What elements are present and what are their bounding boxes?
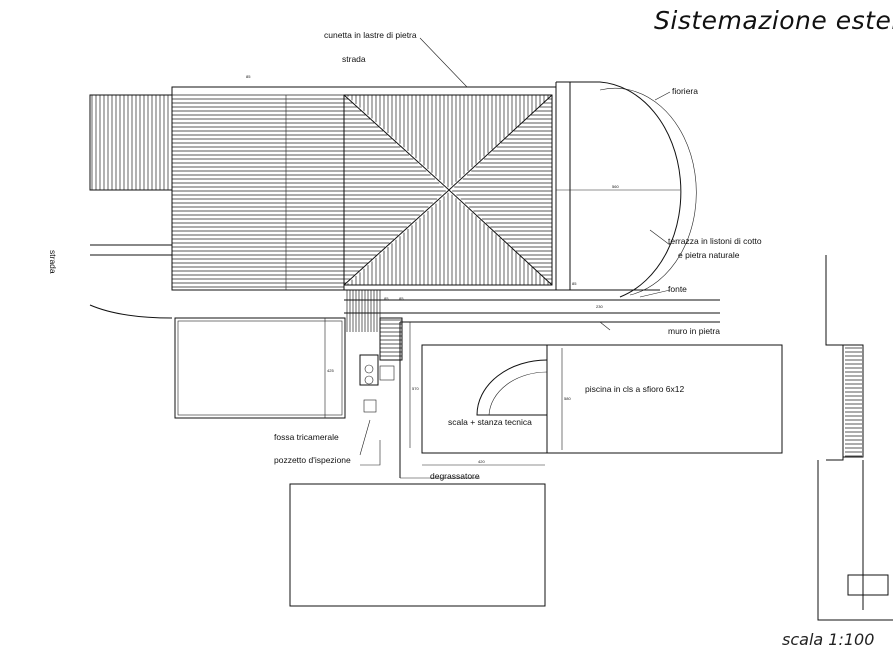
stair-block — [379, 317, 403, 361]
west-wall-lines — [90, 244, 172, 256]
hip-roof-diagonals — [343, 94, 553, 286]
pool-stair-curve — [476, 359, 548, 416]
pozzetto-box — [379, 365, 395, 381]
west-wing-outline — [89, 94, 173, 191]
cunetta-leader — [419, 37, 468, 88]
strada-top-label: strada — [342, 54, 366, 64]
dim-terrace-right: 85 — [572, 281, 577, 286]
patio-outline — [174, 317, 346, 419]
side-elevation-step — [847, 574, 889, 596]
muro-label: muro in pietra — [668, 326, 720, 336]
dim-muro: 230 — [596, 304, 603, 309]
stanza-tecnica-outline — [421, 344, 548, 454]
lower-area-outline — [289, 483, 546, 607]
pool-stair-curve-inner — [488, 371, 548, 416]
dim-patio-height: 425 — [327, 368, 334, 373]
dim-top-marker: 85 — [246, 74, 251, 79]
patio-inner — [177, 320, 343, 416]
house-roof-outline — [171, 86, 557, 291]
side-elevation-hatch — [845, 347, 862, 457]
fonte-label: fonte — [668, 284, 687, 294]
dim-pool-height: 580 — [564, 396, 571, 401]
west-wing-hatch — [91, 95, 169, 190]
roof-right-hatch — [344, 95, 552, 285]
pozzetto-label: pozzetto d'ispezione — [274, 455, 351, 465]
fossa-label: fossa tricamerale — [274, 432, 339, 442]
scala-stanza-label: scala + stanza tecnica — [448, 417, 532, 427]
utility-box — [359, 354, 379, 386]
degrassatore-label: degrassatore — [430, 471, 480, 481]
piscina-label: piscina in cls a sfioro 6x12 — [585, 384, 684, 394]
fossa-circle-2 — [364, 375, 374, 385]
cunetta-label: cunetta in lastre di pietra — [324, 30, 417, 40]
fioriera-arc — [599, 87, 697, 296]
dim-path-height: 570 — [412, 386, 419, 391]
stair-hatch — [346, 290, 402, 361]
terrace-arc — [599, 81, 682, 298]
dim-terrace-width: 560 — [612, 184, 619, 189]
dim-stair-a: 85 — [384, 296, 389, 301]
scale-label: scala 1:100 — [782, 630, 875, 649]
side-elevation-outline — [825, 255, 844, 461]
drawing-title: Sistemazione esterna — [654, 6, 893, 35]
west-curve — [89, 304, 173, 319]
terrazza-label-2: e pietra naturale — [678, 250, 740, 260]
terrazza-label-1: terrazza in listoni di cotto — [668, 236, 762, 246]
pozzetto-small — [363, 399, 377, 413]
side-elevation-wall — [842, 344, 864, 458]
dim-lower-width: 420 — [478, 459, 485, 464]
muro-leader — [599, 321, 611, 331]
dim-stair-b: 85 — [399, 296, 404, 301]
terrace-leaders — [639, 91, 671, 298]
side-elevation-base — [817, 460, 893, 621]
fossa-circle-1 — [364, 364, 374, 374]
hip-roof-outline — [343, 94, 553, 286]
fioriera-label: fioriera — [672, 86, 698, 96]
utility-leaders — [359, 419, 480, 479]
roof-left-hatch — [172, 94, 344, 288]
strada-left-label: strada — [48, 250, 58, 274]
pool-outline — [546, 344, 783, 454]
